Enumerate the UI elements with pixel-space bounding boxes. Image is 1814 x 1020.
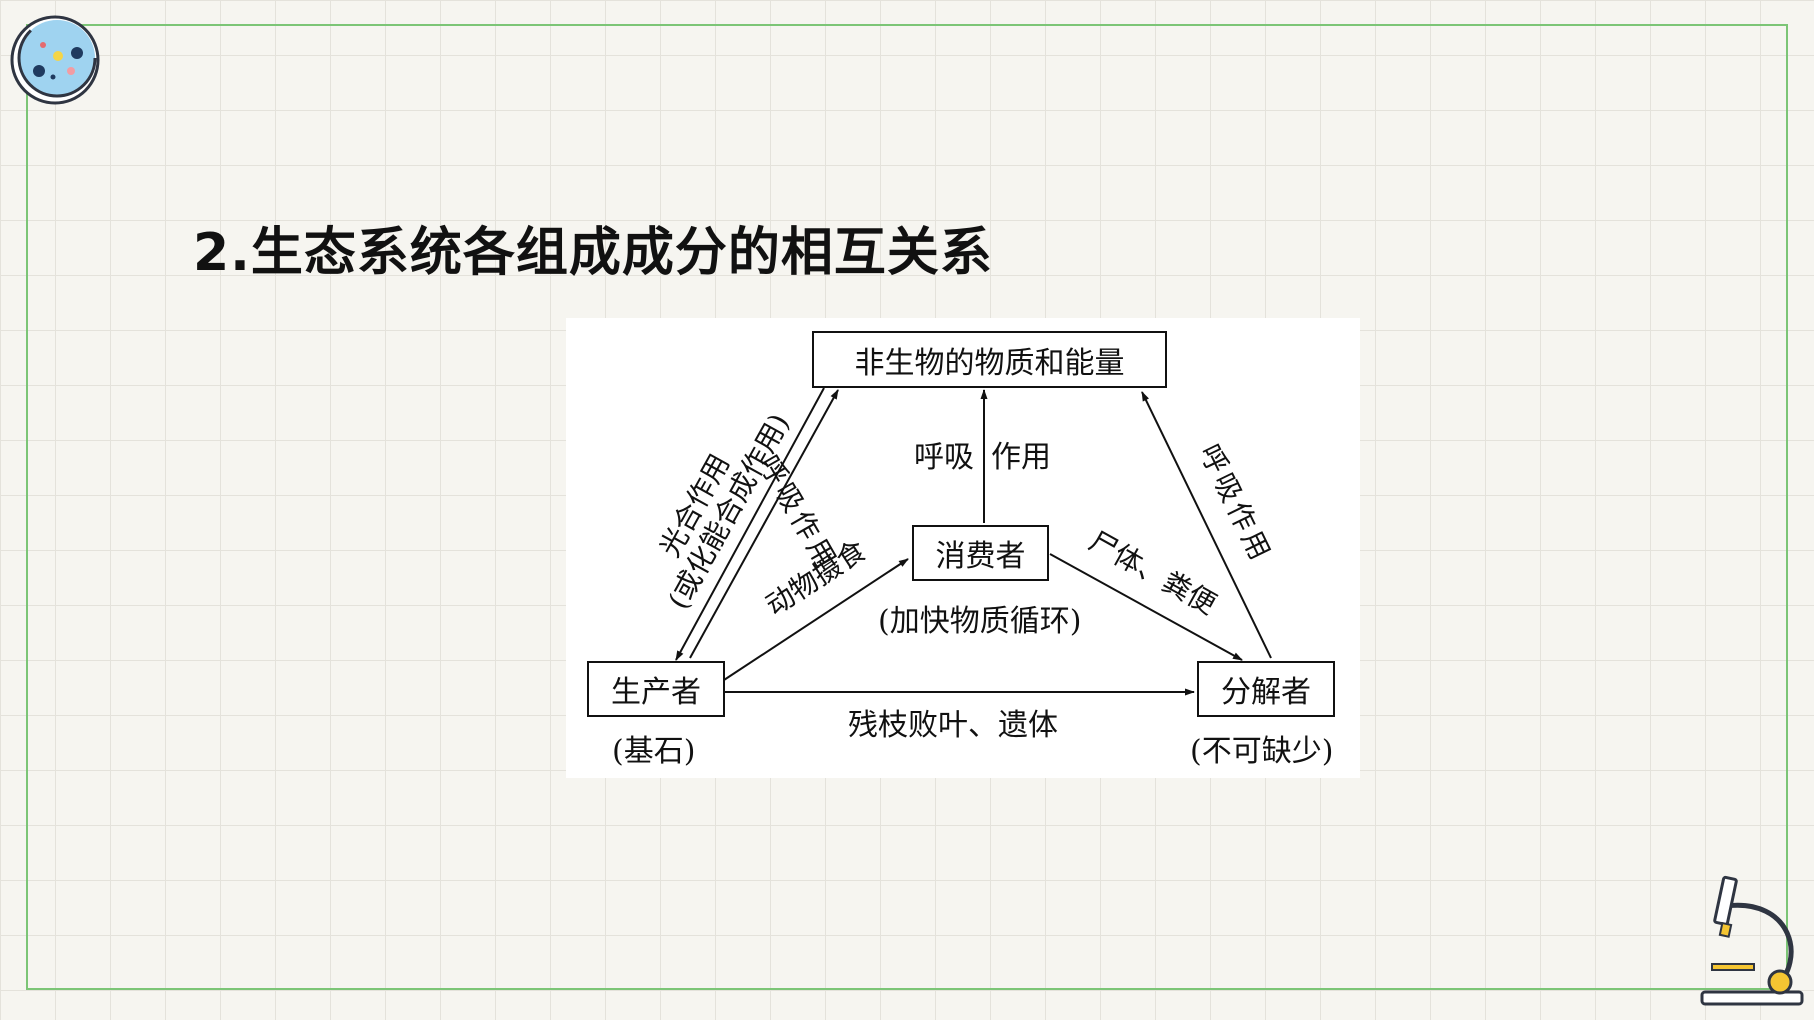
arrow-producer-to-abiotic	[689, 389, 839, 659]
arrow-consumer-to-decomposer	[1049, 553, 1243, 661]
label-consumer-respiration-b: 作用	[991, 440, 1051, 475]
label-litter: 残枝败叶、遗体	[848, 708, 1058, 743]
note-consumer: (加快物质循环)	[878, 604, 1082, 639]
node-abiotic: 非生物的物质和能量	[812, 331, 1167, 388]
label-remains: 尸体、粪便	[1083, 524, 1221, 621]
label-consumer-respiration-a: 呼吸	[914, 440, 974, 475]
note-decomposer: (不可缺少)	[1190, 734, 1334, 769]
page-frame	[26, 24, 1788, 990]
node-producer: 生产者	[587, 661, 725, 717]
ecosystem-diagram: 光合作用 (或化能合成作用) 呼吸作用 动物摄食 尸体、粪便 呼吸作用 非生物的…	[566, 318, 1360, 778]
page-title: 2.生态系统各组成成分的相互关系	[193, 223, 993, 283]
diagram-arrows: 光合作用 (或化能合成作用) 呼吸作用 动物摄食 尸体、粪便 呼吸作用	[653, 387, 1279, 696]
node-consumer: 消费者	[912, 525, 1049, 581]
microscope-icon	[1700, 875, 1804, 1006]
arrow-decomposer-to-abiotic	[1141, 391, 1272, 659]
petri-dish-icon	[10, 15, 100, 105]
arrow-producer-to-consumer	[723, 558, 909, 681]
label-decomposer-respiration: 呼吸作用	[1193, 439, 1279, 569]
note-producer: (基石)	[612, 734, 696, 769]
node-decomposer: 分解者	[1197, 661, 1335, 717]
arrow-abiotic-to-producer	[675, 387, 825, 661]
